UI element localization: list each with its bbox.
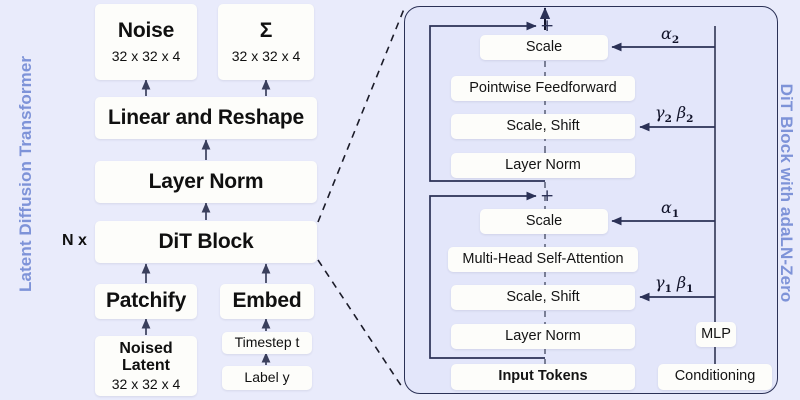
- node-label-y-title: Label y: [244, 369, 290, 386]
- param-beta-1-symbol: β: [676, 273, 687, 292]
- param-alpha-2-symbol: α: [661, 24, 672, 43]
- node-mlp-title: MLP: [701, 325, 731, 342]
- node-linear-and-reshape[interactable]: Linear and Reshape: [95, 97, 317, 139]
- node-dit-block-title: DiT Block: [158, 229, 254, 253]
- dit-block-adaln-zero-label: DiT Block with adaLN-Zero: [777, 83, 796, 303]
- node-layer-norm-outer[interactable]: Layer Norm: [95, 161, 317, 203]
- node-embed-title: Embed: [232, 289, 302, 313]
- node-scale-feedforward-title: Scale: [525, 38, 563, 55]
- node-layer-norm-feedforward[interactable]: Layer Norm: [451, 153, 635, 178]
- param-beta-2-subscript: 2: [686, 113, 694, 126]
- dashed-connector-bottom: [317, 259, 405, 391]
- node-noised-latent-line1: Noised: [119, 340, 173, 358]
- repeat-count-label: N x: [62, 232, 87, 250]
- node-timestep-title: Timestep t: [234, 334, 300, 351]
- node-layer-norm-attention[interactable]: Layer Norm: [451, 324, 635, 349]
- node-conditioning-title: Conditioning: [674, 368, 756, 385]
- node-noise[interactable]: Noise 32 x 32 x 4: [95, 4, 197, 80]
- node-scale-attention[interactable]: Scale: [480, 209, 608, 234]
- repeat-count-text: N x: [62, 232, 87, 249]
- latent-diffusion-transformer-label: Latent Diffusion Transformer: [16, 55, 35, 292]
- node-scale-attention-title: Scale: [525, 212, 563, 229]
- node-label-y[interactable]: Label y: [222, 366, 312, 390]
- node-layer-norm-feedforward-title: Layer Norm: [505, 156, 581, 173]
- param-gamma-1-symbol: γ: [655, 273, 665, 292]
- param-alpha-1-subscript: 1: [671, 208, 680, 221]
- node-embed[interactable]: Embed: [220, 284, 314, 319]
- node-input-tokens-title: Input Tokens: [498, 368, 588, 385]
- node-layer-norm-attention-title: Layer Norm: [505, 327, 581, 344]
- node-sigma[interactable]: Σ 32 x 32 x 4: [218, 4, 314, 80]
- node-patchify-title: Patchify: [105, 289, 187, 313]
- param-gamma-1-subscript: 1: [664, 283, 672, 296]
- node-sigma-shape: 32 x 32 x 4: [231, 47, 301, 64]
- param-gamma-2-symbol: γ: [655, 103, 665, 122]
- param-alpha-2-subscript: 2: [671, 34, 680, 47]
- node-noised-latent-line2: Latent: [122, 357, 170, 375]
- node-scale-shift-attention-title: Scale, Shift: [506, 288, 580, 305]
- param-alpha-2-label: α2: [661, 24, 679, 46]
- node-dit-block[interactable]: DiT Block: [95, 221, 317, 263]
- node-layer-norm-outer-title: Layer Norm: [148, 169, 264, 193]
- node-linear-and-reshape-title: Linear and Reshape: [108, 105, 304, 129]
- node-noise-shape: 32 x 32 x 4: [111, 47, 181, 64]
- param-gamma-2-subscript: 2: [664, 113, 672, 126]
- node-scale-shift-feedforward-title: Scale, Shift: [506, 117, 580, 134]
- node-timestep[interactable]: Timestep t: [222, 332, 312, 354]
- node-noised-latent-shape: 32 x 32 x 4: [111, 375, 181, 392]
- residual-add-feedforward-operator: +: [540, 16, 555, 36]
- node-scale-feedforward[interactable]: Scale: [480, 35, 608, 60]
- node-noised-latent[interactable]: Noised Latent 32 x 32 x 4: [95, 336, 197, 396]
- param-alpha-1-symbol: α: [661, 198, 672, 217]
- node-sigma-title: Σ: [259, 19, 273, 43]
- param-beta-2-symbol: β: [676, 103, 687, 122]
- node-conditioning[interactable]: Conditioning: [658, 364, 772, 390]
- node-scale-shift-attention[interactable]: Scale, Shift: [451, 285, 635, 310]
- node-scale-shift-feedforward[interactable]: Scale, Shift: [451, 114, 635, 139]
- param-alpha-1-label: α1: [661, 198, 679, 220]
- node-patchify[interactable]: Patchify: [95, 284, 197, 319]
- node-pointwise-feedforward-title: Pointwise Feedforward: [469, 79, 617, 96]
- dashed-connector-top: [317, 8, 405, 223]
- node-input-tokens[interactable]: Input Tokens: [451, 364, 635, 390]
- node-pointwise-feedforward[interactable]: Pointwise Feedforward: [451, 76, 635, 101]
- residual-add-attention-operator: +: [540, 186, 555, 206]
- node-noise-title: Noise: [117, 19, 175, 43]
- node-multi-head-self-attention-title: Multi-Head Self-Attention: [462, 250, 624, 267]
- node-multi-head-self-attention[interactable]: Multi-Head Self-Attention: [448, 247, 638, 272]
- param-beta-1-subscript: 1: [686, 283, 694, 296]
- node-mlp[interactable]: MLP: [696, 322, 736, 347]
